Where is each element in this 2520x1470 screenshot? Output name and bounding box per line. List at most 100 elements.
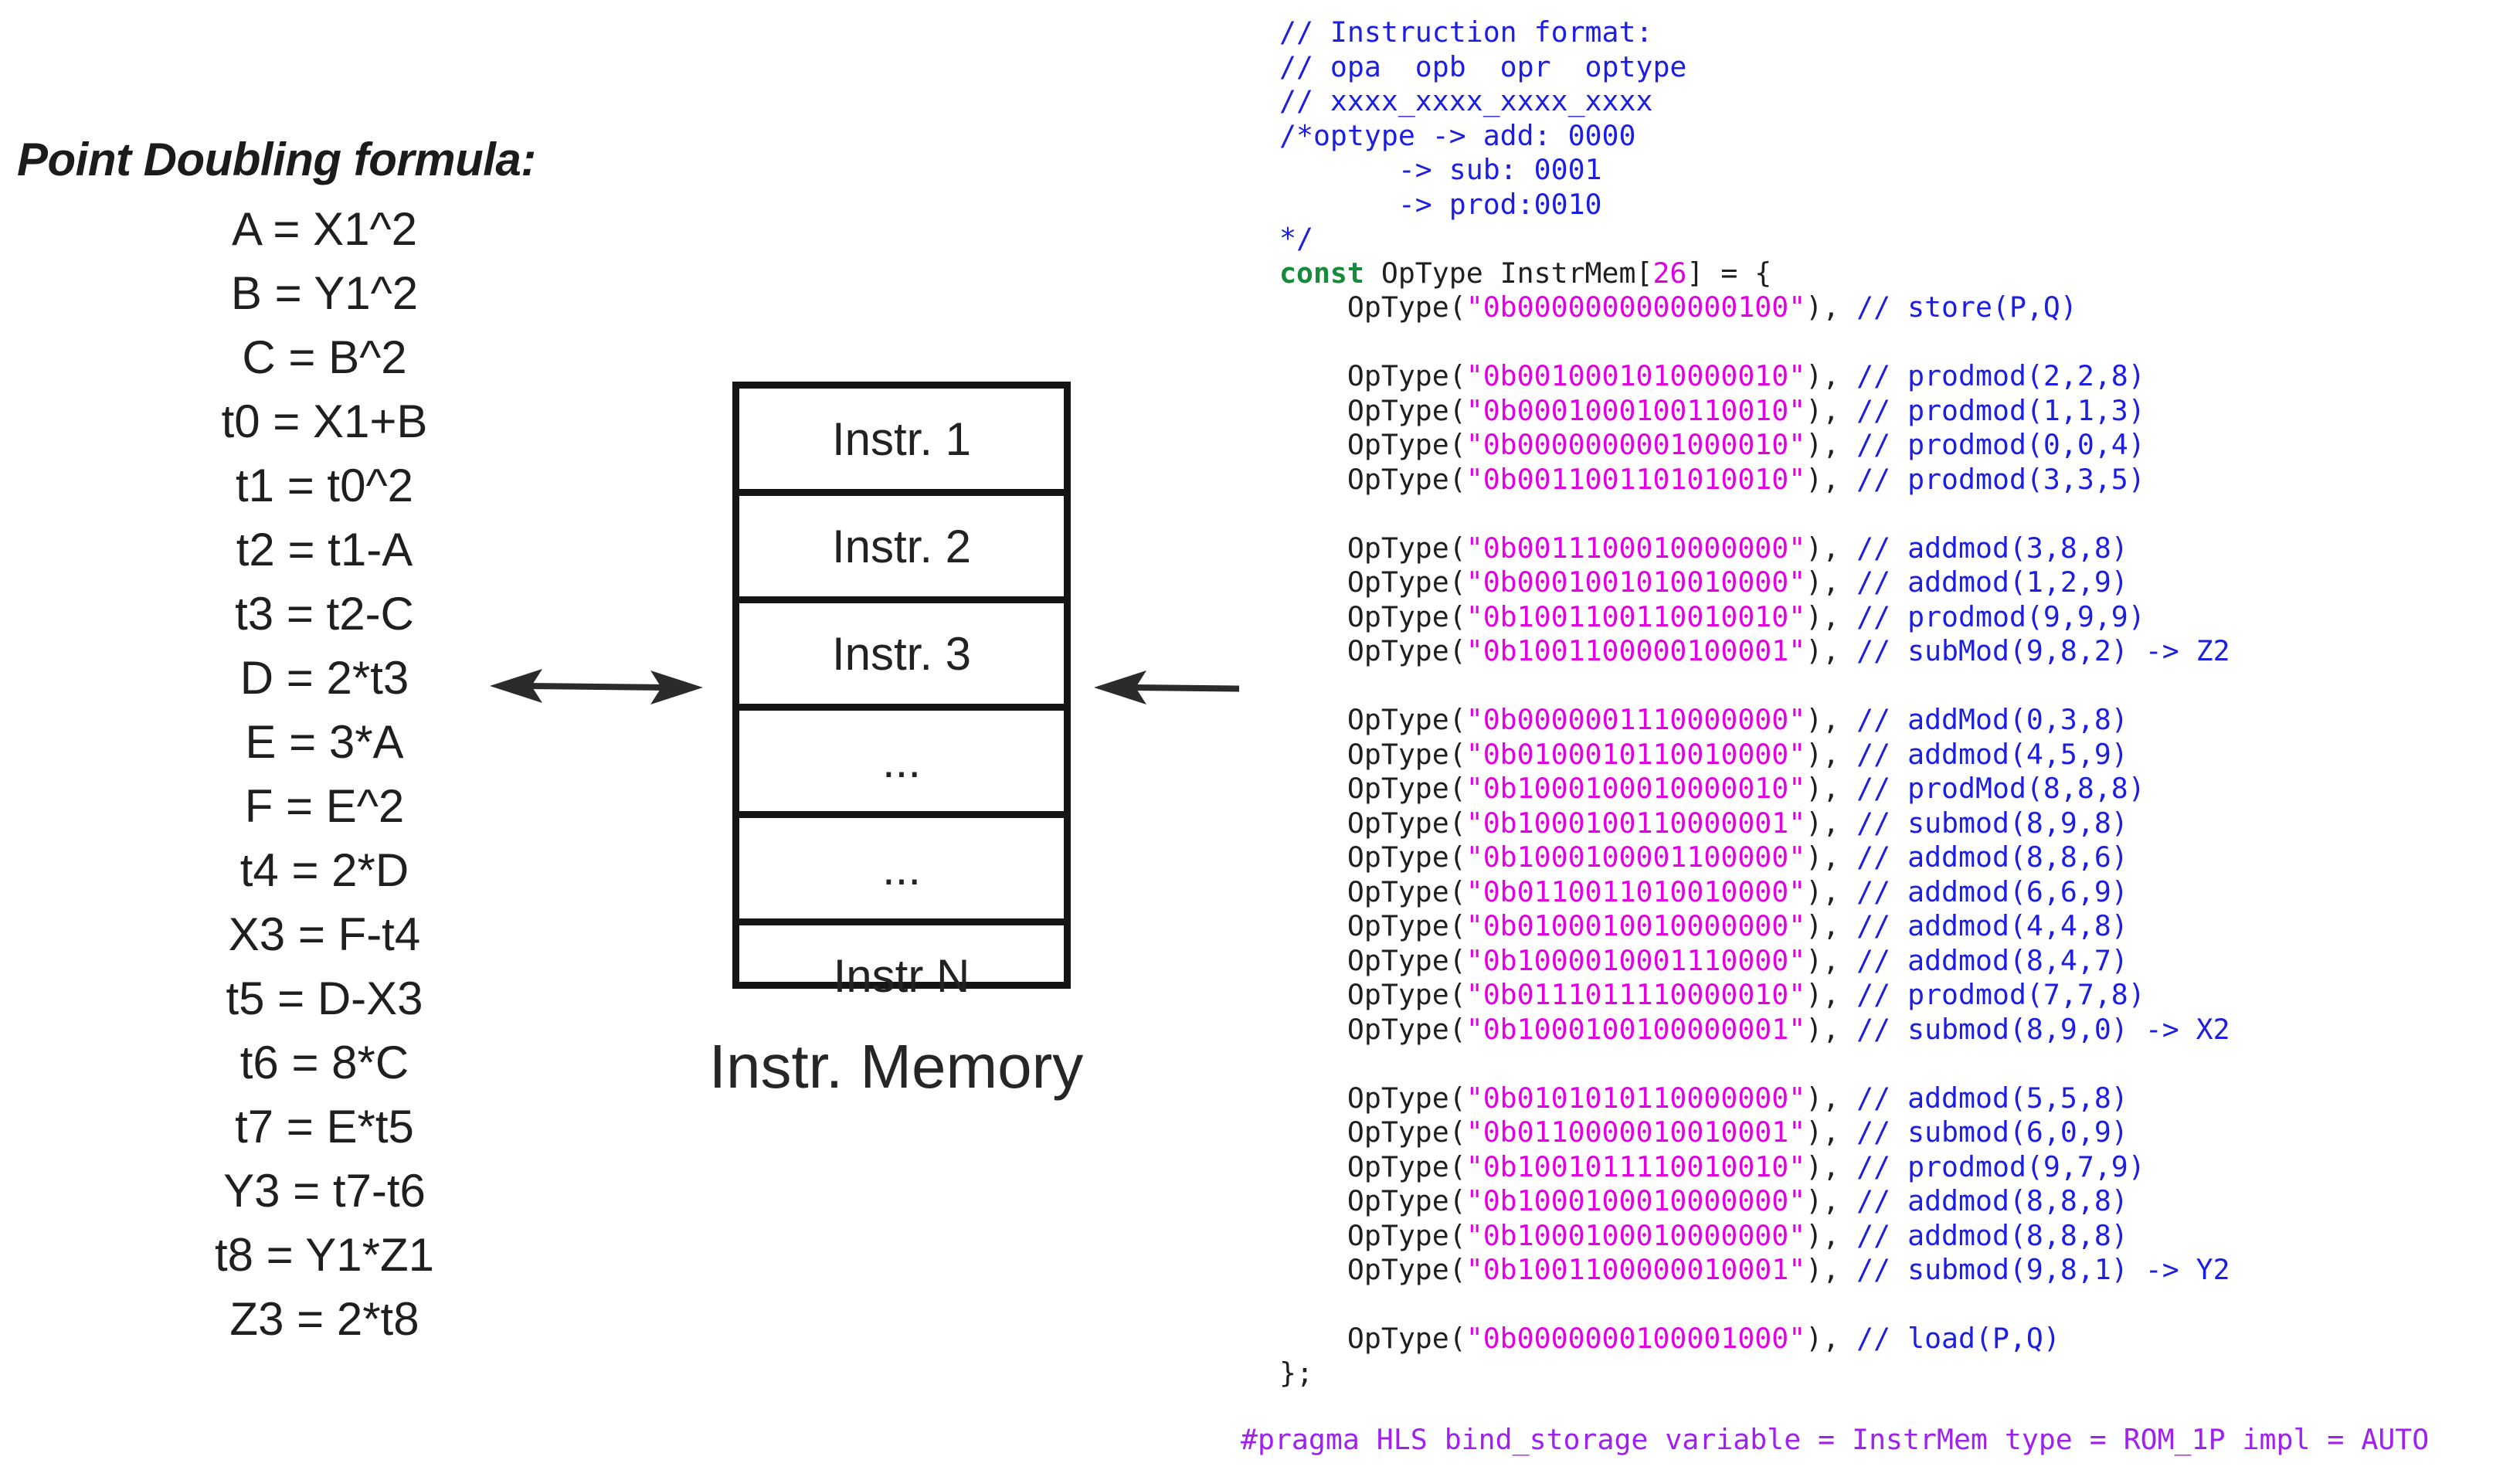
code-indent — [1279, 565, 1347, 599]
code-line: OpType("0b0000001110000000"), // addMod(… — [1279, 703, 2230, 738]
code-line: OpType("0b1000100010000000"), // addmod(… — [1279, 1184, 2230, 1219]
code-call-open: OpType( — [1347, 359, 1466, 392]
formula-line: t0 = X1+B — [221, 396, 428, 447]
code-comment: // Instruction format: — [1279, 15, 1653, 49]
code-comment: // addmod(8,8,6) — [1856, 840, 2128, 874]
code-line: OpType("0b1000010001110000"), // addmod(… — [1279, 944, 2230, 979]
code-panel: // Instruction format:// opa opb opr opt… — [1239, 0, 2520, 1470]
code-binary-literal: "0b0000001110000000" — [1465, 703, 1806, 736]
code-line: OpType("0b1001100000010001"), // submod(… — [1279, 1253, 2230, 1288]
code-line: OpType("0b1001100110010010"), // prodmod… — [1279, 600, 2230, 635]
code-binary-literal: "0b1000100100000001" — [1465, 1012, 1806, 1046]
double-arrow-left — [490, 669, 703, 704]
formula-line: X3 = F-t4 — [228, 908, 421, 960]
code-binary-literal: "0b0001001010010000" — [1465, 565, 1806, 599]
code-call-open: OpType( — [1347, 806, 1466, 840]
code-indent — [1279, 1322, 1347, 1355]
code-call-close: ), — [1805, 703, 1857, 736]
code-line: OpType("0b0000000000000100"), // store(P… — [1279, 290, 2230, 325]
code-binary-literal: "0b1000100010000000" — [1465, 1184, 1806, 1217]
code-indent — [1279, 1184, 1347, 1217]
code-call-open: OpType( — [1347, 978, 1466, 1011]
code-indent — [1279, 1219, 1347, 1252]
code-call-close: ), — [1805, 359, 1857, 392]
code-comment: // addmod(8,8,8) — [1856, 1184, 2128, 1217]
code-call-close: ), — [1805, 978, 1857, 1011]
instruction-memory-code: // Instruction format:// opa opb opr opt… — [1279, 15, 2230, 1390]
code-call-open: OpType( — [1347, 1184, 1466, 1217]
code-indent — [1279, 1013, 1347, 1046]
code-line: OpType("0b0100010010000000"), // addmod(… — [1279, 909, 2230, 944]
code-call-open: OpType( — [1347, 840, 1466, 874]
memory-slot: ... — [739, 818, 1064, 925]
code-line: OpType("0b1001100000100001"), // subMod(… — [1279, 634, 2230, 669]
code-indent — [1279, 772, 1347, 805]
code-line: // Instruction format: — [1279, 15, 2230, 50]
code-call-close: ), — [1805, 1322, 1857, 1355]
code-comment: // addmod(8,4,7) — [1856, 943, 2128, 977]
code-call-open: OpType( — [1347, 428, 1466, 461]
code-binary-literal: "0b1001100000010001" — [1465, 1253, 1806, 1286]
code-indent — [1279, 978, 1347, 1011]
code-call-close: ), — [1805, 599, 1857, 633]
code-binary-literal: "0b0110011010010000" — [1465, 874, 1806, 908]
code-indent — [1279, 394, 1347, 427]
code-comment: // prodMod(8,8,8) — [1856, 772, 2145, 805]
code-call-close: ), — [1805, 1253, 1857, 1286]
code-comment: // prodmod(3,3,5) — [1856, 462, 2145, 496]
code-call-open: OpType( — [1347, 874, 1466, 908]
code-binary-literal: "0b1000010001110000" — [1465, 943, 1806, 977]
code-line — [1279, 497, 2230, 531]
code-binary-literal: "0b1000100110000001" — [1465, 806, 1806, 840]
code-indent — [1279, 1115, 1347, 1149]
code-indent — [1279, 875, 1347, 908]
code-declaration-end: ] = { — [1686, 256, 1772, 290]
code-call-close: ), — [1805, 428, 1857, 461]
code-indent — [1279, 909, 1347, 942]
code-comment: */ — [1279, 222, 1313, 255]
code-line: OpType("0b0101010110000000"), // addmod(… — [1279, 1081, 2230, 1116]
code-line: -> sub: 0001 — [1279, 153, 2230, 188]
code-line — [1279, 1288, 2230, 1322]
code-indent — [1279, 1253, 1347, 1286]
code-indent — [1279, 1150, 1347, 1183]
code-binary-literal: "0b1000100001100000" — [1465, 840, 1806, 874]
code-line: OpType("0b1001011110010010"), // prodmod… — [1279, 1150, 2230, 1185]
code-indent — [1279, 600, 1347, 633]
code-binary-literal: "0b1000100010000000" — [1465, 1218, 1806, 1252]
code-line: OpType("0b0000000001000010"), // prodmod… — [1279, 428, 2230, 463]
formula-line: D = 2*t3 — [239, 652, 409, 704]
code-line: OpType("0b0110000010010001"), // submod(… — [1279, 1115, 2230, 1150]
code-line: OpType("0b0000000100001000"), // load(P,… — [1279, 1322, 2230, 1356]
code-line: OpType("0b1000100100000001"), // submod(… — [1279, 1013, 2230, 1047]
formula-line: C = B^2 — [242, 331, 407, 383]
code-line: // xxxx_xxxx_xxxx_xxxx — [1279, 84, 2230, 119]
code-binary-literal: "0b1001100110010010" — [1465, 599, 1806, 633]
code-call-open: OpType( — [1347, 737, 1466, 771]
code-line — [1279, 1047, 2230, 1081]
code-comment: // addmod(4,4,8) — [1856, 909, 2128, 942]
code-call-close: ), — [1805, 1081, 1857, 1115]
code-comment: // prodmod(9,7,9) — [1856, 1149, 2145, 1183]
code-comment: // submod(6,0,9) — [1856, 1115, 2128, 1149]
formula-line: t7 = E*t5 — [235, 1101, 414, 1153]
code-comment: -> sub: 0001 — [1279, 153, 1602, 186]
code-call-open: OpType( — [1347, 599, 1466, 633]
code-line: */ — [1279, 222, 2230, 256]
code-binary-literal: "0b0011100010000000" — [1465, 531, 1806, 565]
memory-caption: Instr. Memory — [708, 1032, 1084, 1101]
code-line: OpType("0b1000100001100000"), // addmod(… — [1279, 840, 2230, 875]
code-call-close: ), — [1805, 462, 1857, 496]
code-call-open: OpType( — [1347, 1218, 1466, 1252]
code-line: OpType("0b0111011110000010"), // prodmod… — [1279, 978, 2230, 1013]
code-call-close: ), — [1805, 737, 1857, 771]
code-comment: // store(P,Q) — [1856, 290, 2077, 324]
formula-line: B = Y1^2 — [230, 267, 419, 319]
code-binary-literal: "0b0000000001000010" — [1465, 428, 1806, 461]
code-call-close: ), — [1805, 634, 1857, 667]
memory-slot: Instr. 3 — [739, 603, 1064, 711]
code-call-open: OpType( — [1347, 1149, 1466, 1183]
code-call-open: OpType( — [1347, 565, 1466, 599]
